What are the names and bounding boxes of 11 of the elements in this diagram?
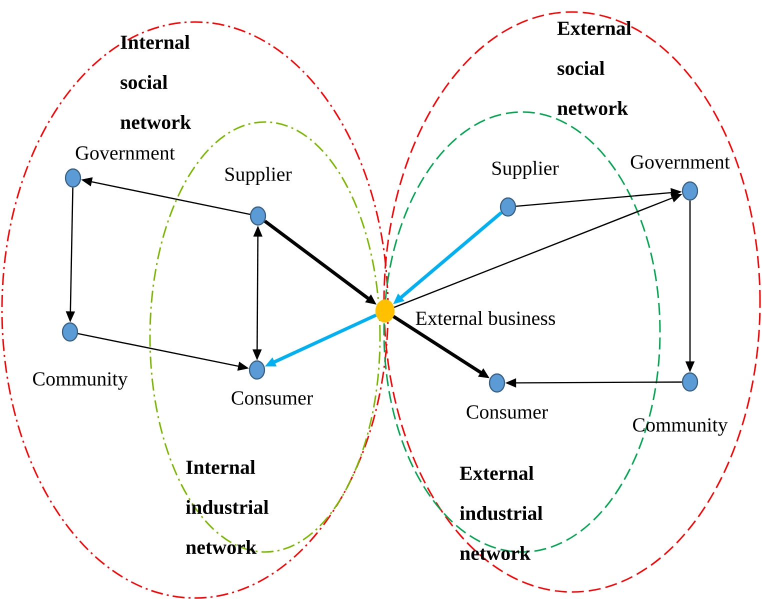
node-label: Consumer	[232, 391, 313, 405]
node-label: Supplier	[492, 160, 559, 180]
node-label: Government	[630, 155, 730, 169]
node-label: External business	[416, 310, 556, 326]
node-label: Consumer	[466, 405, 548, 419]
network-heading: External industrial network	[460, 466, 543, 560]
network-heading: Internal social network	[120, 34, 192, 130]
node-label: Supplier	[225, 166, 292, 186]
node-label: Government	[76, 146, 175, 160]
node-label: Community	[33, 372, 128, 390]
network-heading: External social network	[557, 20, 632, 116]
